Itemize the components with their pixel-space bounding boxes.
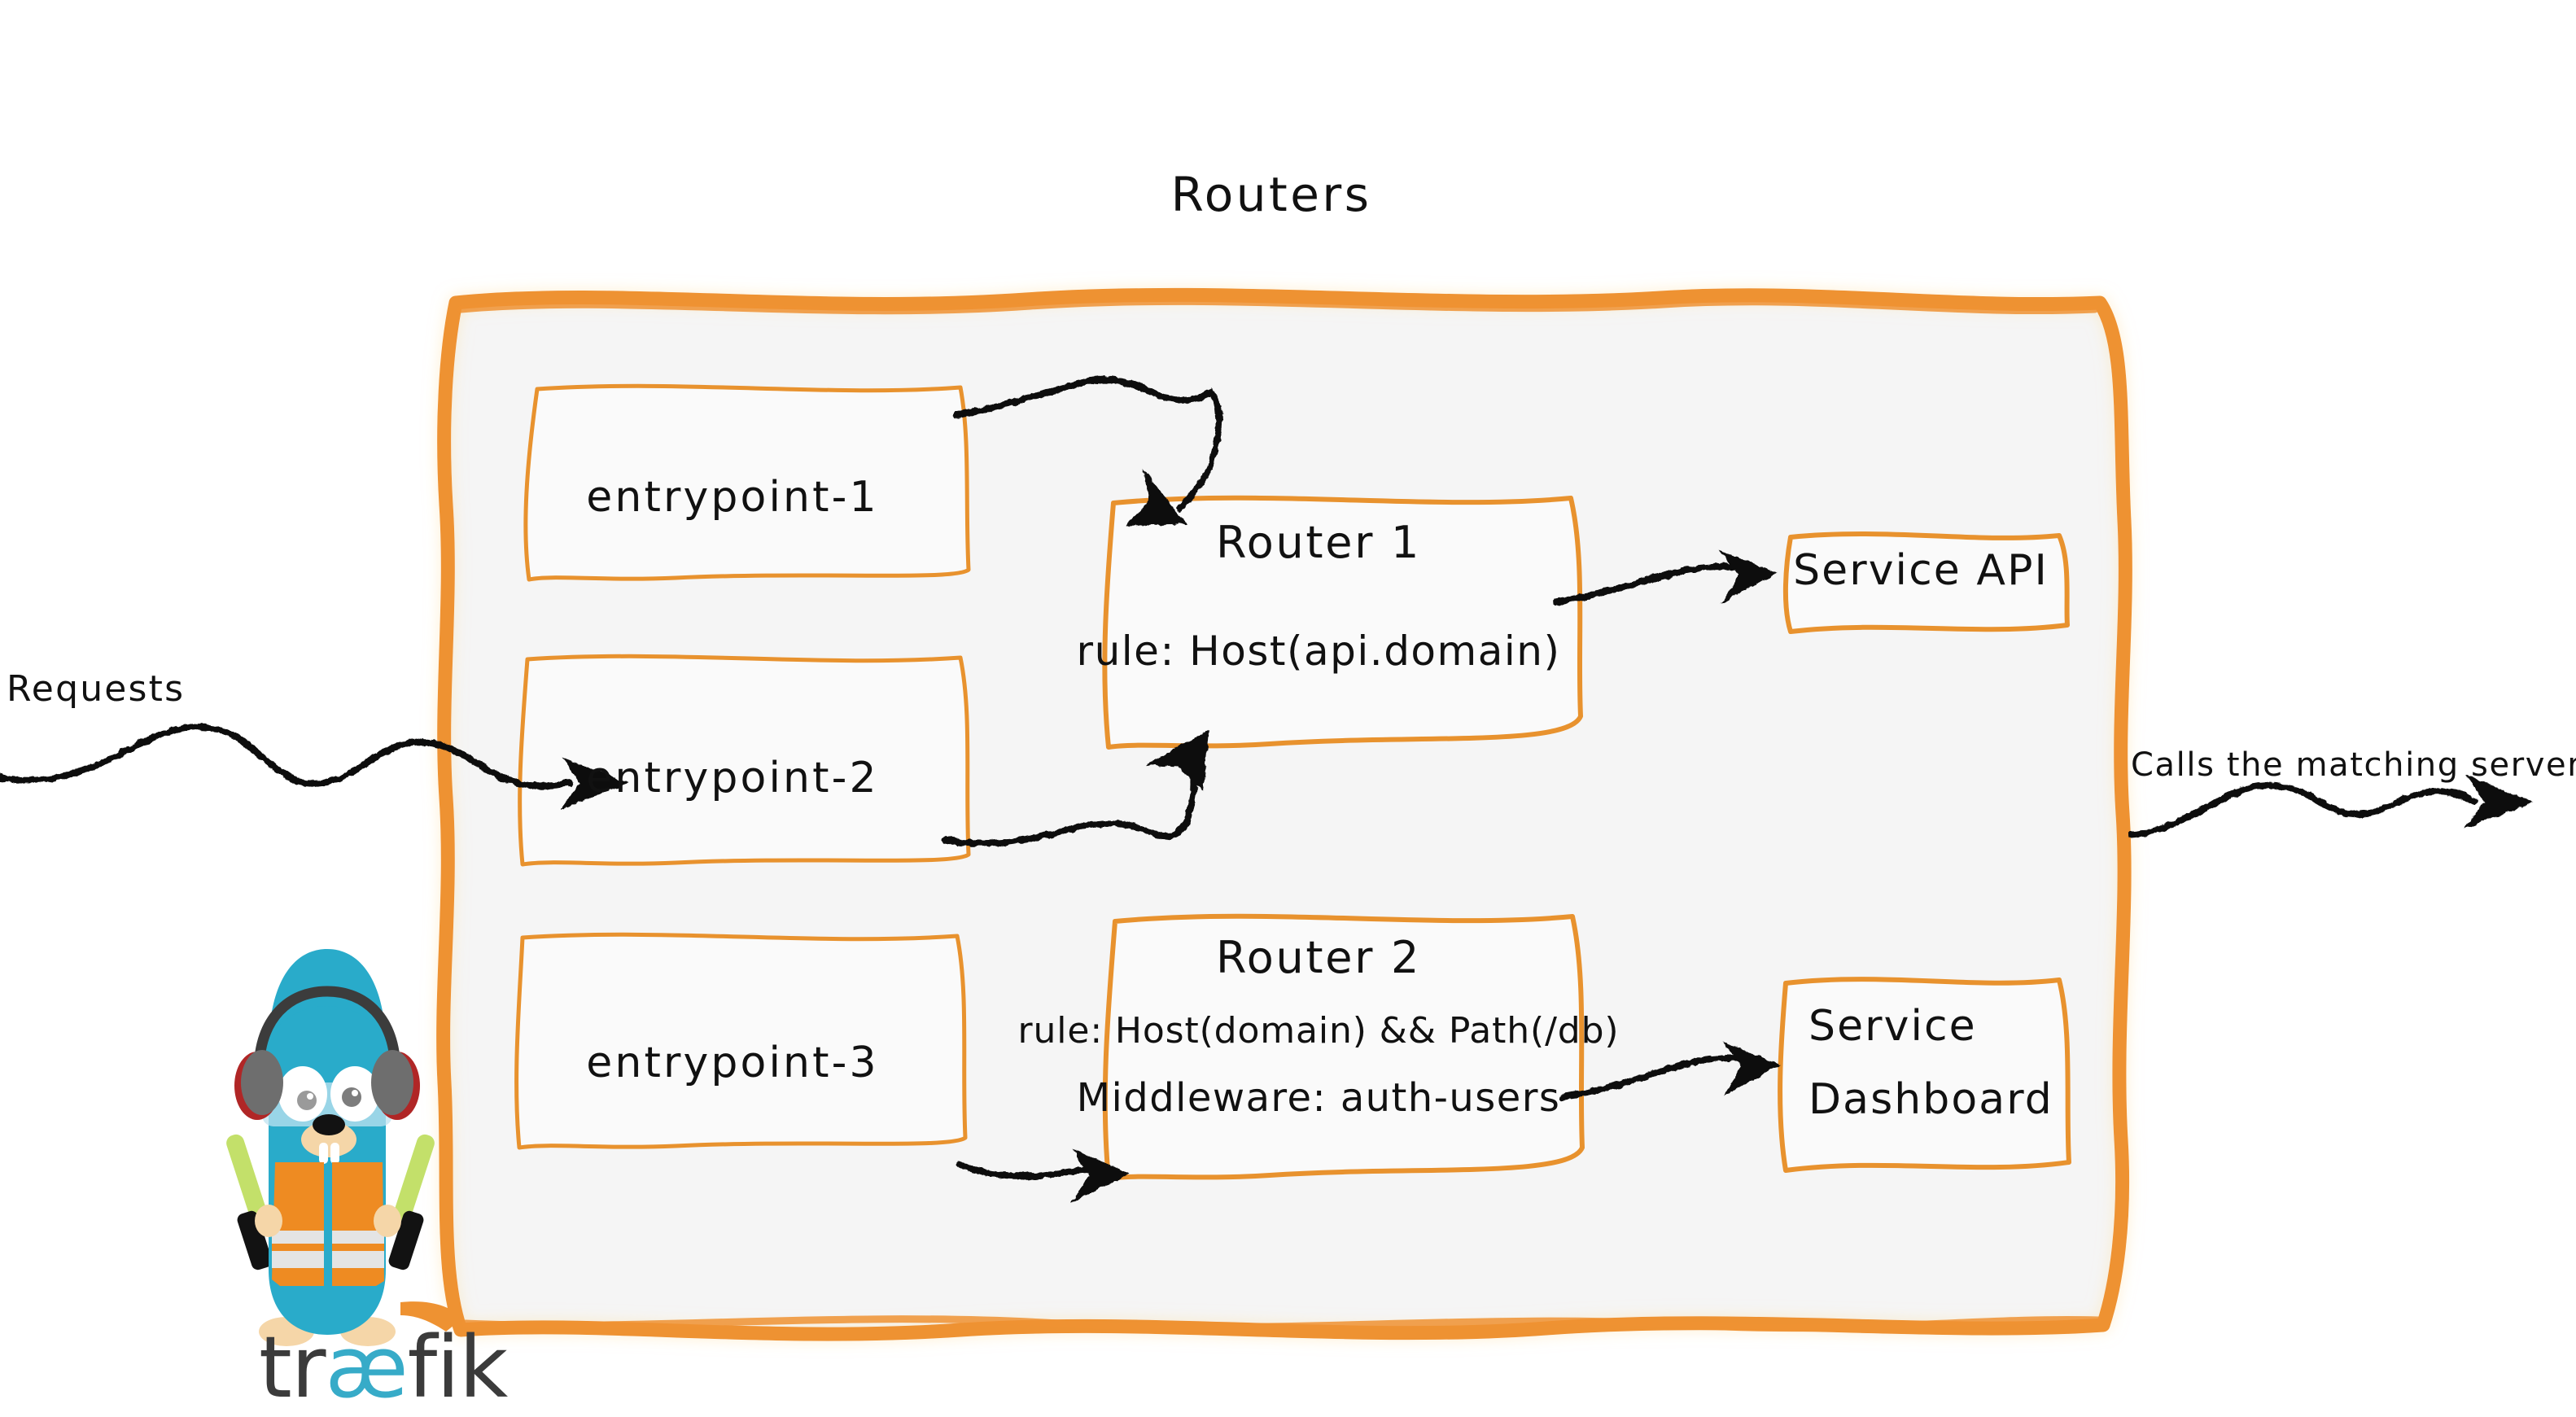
router-1-box[interactable] <box>1102 495 1583 750</box>
entrypoint-1-box[interactable] <box>523 383 971 582</box>
service-api-label: Service API <box>1793 546 2049 595</box>
router-2-box[interactable] <box>1102 913 1585 1181</box>
calls-matching-server-caption: Calls the matching server <box>2131 746 2576 784</box>
service-dashboard-label-line1: Service <box>1808 1002 1977 1051</box>
service-dashboard-label-line2: Dashboard <box>1808 1075 2053 1124</box>
wordmark-pre: tr <box>259 1318 326 1417</box>
arrow-router2-to-service-dashboard <box>1559 1042 1781 1100</box>
arrow-panel-to-server <box>2128 775 2533 838</box>
page-title: Routers <box>1170 167 1372 222</box>
router-2-title: Router 2 <box>1215 932 1422 983</box>
arrow-ep2-to-router1 <box>941 729 1209 847</box>
service-dashboard-box[interactable] <box>1778 977 2071 1173</box>
entrypoint-3-label: entrypoint-3 <box>586 1039 879 1087</box>
router-1-title: Router 1 <box>1215 517 1422 568</box>
wordmark-post: fik <box>407 1318 509 1417</box>
arrow-ep3-to-router2 <box>956 1149 1130 1203</box>
entrypoint-1-label: entrypoint-1 <box>586 473 879 522</box>
arrow-requests-to-panel <box>0 724 628 809</box>
entrypoint-2-label: entrypoint-2 <box>586 754 879 803</box>
wordmark-ae-ligature: æ <box>325 1318 408 1417</box>
arrow-router1-to-service-api <box>1551 550 1778 606</box>
router-2-rule: rule: Host(domain) && Path(/db) <box>1017 1010 1620 1052</box>
service-api-box[interactable] <box>1782 531 2070 634</box>
traefik-wordmark: træfik <box>259 1325 508 1410</box>
gopher-mascot-icon <box>226 949 462 1346</box>
arrow-ep1-to-router1 <box>954 376 1222 526</box>
requests-caption: Requests <box>7 668 186 710</box>
router-2-middleware: Middleware: auth-users <box>1076 1075 1561 1121</box>
router-1-rule: rule: Host(api.domain) <box>1076 628 1561 675</box>
entrypoint-3-box[interactable] <box>514 932 968 1150</box>
entrypoint-2-box[interactable] <box>518 654 971 867</box>
